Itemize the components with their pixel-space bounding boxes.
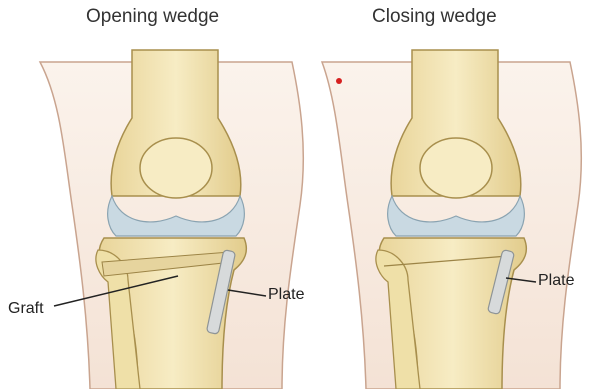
- closing-wedge-knee: [322, 50, 581, 389]
- closing-wedge-title: Closing wedge: [372, 6, 497, 28]
- opening-wedge-knee: [40, 50, 303, 389]
- graft-label: Graft: [8, 300, 44, 318]
- opening-wedge-title: Opening wedge: [86, 6, 219, 28]
- red-marker-dot: [336, 78, 342, 84]
- right-patella: [420, 138, 492, 198]
- plate-label-right: Plate: [538, 272, 574, 290]
- left-patella: [140, 138, 212, 198]
- plate-label-left: Plate: [268, 286, 304, 304]
